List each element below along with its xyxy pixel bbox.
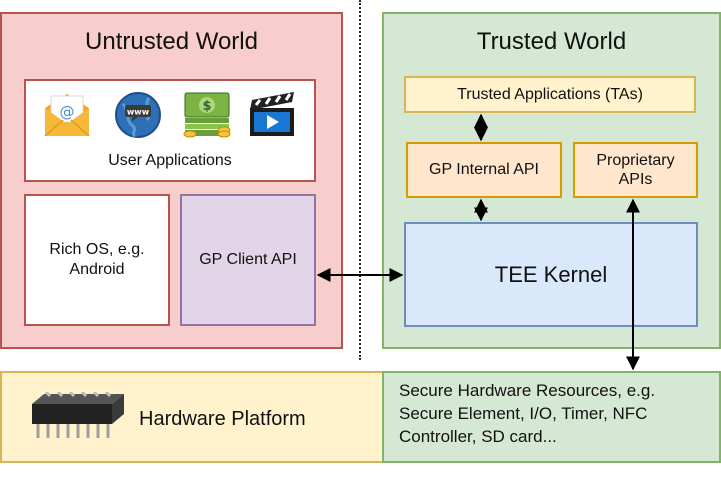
secure-hardware-resources-box [382, 371, 721, 463]
untrusted-world-title: Untrusted World [85, 28, 258, 55]
proprietary-apis-box [573, 142, 698, 198]
www-globe-icon: www [115, 92, 161, 138]
chip-icon [32, 392, 124, 438]
tee-kernel-box [404, 222, 698, 327]
money-icon: $ [183, 92, 231, 138]
video-icon [250, 92, 294, 136]
trusted-world-title: Trusted World [476, 28, 627, 55]
rich-os-box [24, 194, 170, 326]
trusted-applications-box [404, 76, 696, 113]
gp-internal-api-box [406, 142, 562, 198]
user-applications-label: User Applications [108, 152, 232, 169]
gp-client-api-label: GP Client API [199, 251, 297, 268]
svg-text:$: $ [202, 99, 211, 114]
secure-hardware-resources-label: Secure Hardware Resources, e.g. Secure E… [399, 381, 656, 446]
gp-internal-api-label: GP Internal API [429, 161, 539, 178]
rich-os-label: Rich OS, e.g. Android [49, 241, 145, 278]
svg-text:www: www [127, 108, 150, 117]
proprietary-apis-label: Proprietary APIs [596, 152, 675, 188]
gp-client-api-box [180, 194, 316, 326]
svg-text:@: @ [60, 103, 75, 121]
email-icon: @ [44, 94, 90, 137]
trusted-applications-label: Trusted Applications (TAs) [457, 85, 643, 103]
hardware-platform-label: Hardware Platform [139, 408, 306, 430]
tee-kernel-label: TEE Kernel [494, 261, 608, 287]
world-separator [359, 0, 361, 360]
